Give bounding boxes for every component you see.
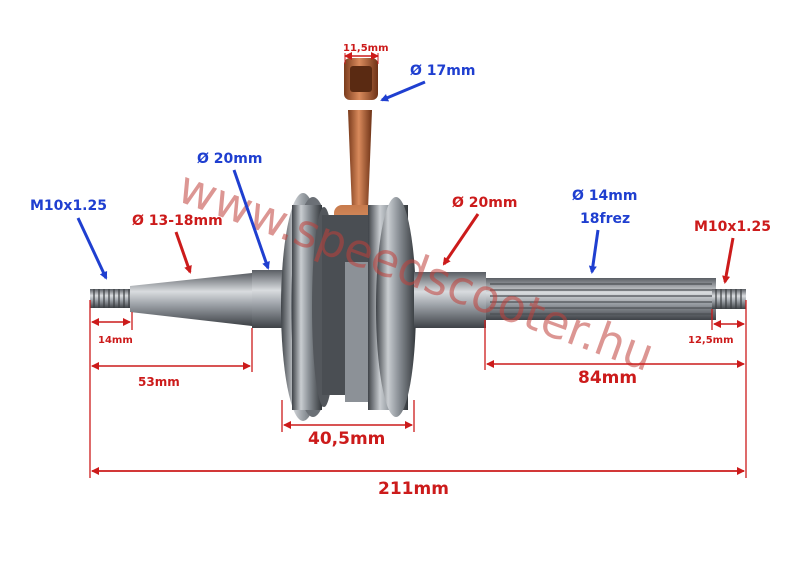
left-thread <box>90 289 132 308</box>
spline-shaft <box>486 278 716 320</box>
label-pin-width: 11,5mm <box>343 43 389 54</box>
dim-label-total: 211mm <box>378 479 449 499</box>
label-small-end: Ø 17mm <box>410 63 475 79</box>
right-crank-web <box>368 197 416 417</box>
callouts: M10x1.25 Ø 13-18mm Ø 20mm 11,5mm Ø 17mm … <box>30 43 771 284</box>
dim-label-web-width: 40,5mm <box>308 429 385 449</box>
arrow-right-thread <box>722 237 735 284</box>
arrow-left-thread <box>76 217 108 280</box>
label-spline-dia: Ø 14mm <box>572 188 637 204</box>
label-spline-frez: 18frez <box>580 211 630 227</box>
label-right-bearing: Ø 20mm <box>452 195 517 211</box>
left-taper <box>130 273 252 326</box>
arrow-right-bearing <box>442 213 480 266</box>
label-right-thread: M10x1.25 <box>694 219 771 235</box>
dim-label-right-shaft: 84mm <box>578 368 637 388</box>
dimension-labels: 14mm 53mm 40,5mm 84mm 12,5mm 211mm <box>98 335 734 499</box>
arrow-small-end <box>380 80 426 102</box>
label-left-taper: Ø 13-18mm <box>132 213 223 229</box>
dimension-lines <box>89 300 747 478</box>
crankshaft <box>90 58 746 421</box>
arrow-spline <box>588 229 600 274</box>
dim-label-left-shaft: 53mm <box>138 375 180 389</box>
label-left-thread: M10x1.25 <box>30 198 107 214</box>
dim-label-right-thread: 12,5mm <box>688 335 734 346</box>
arrow-left-bearing <box>232 169 270 270</box>
arrow-left-taper <box>174 231 192 274</box>
right-bearing-journal <box>414 272 486 328</box>
dim-label-left-thread: 14mm <box>98 335 133 346</box>
label-left-bearing: Ø 20mm <box>197 151 262 167</box>
right-thread <box>712 289 746 309</box>
